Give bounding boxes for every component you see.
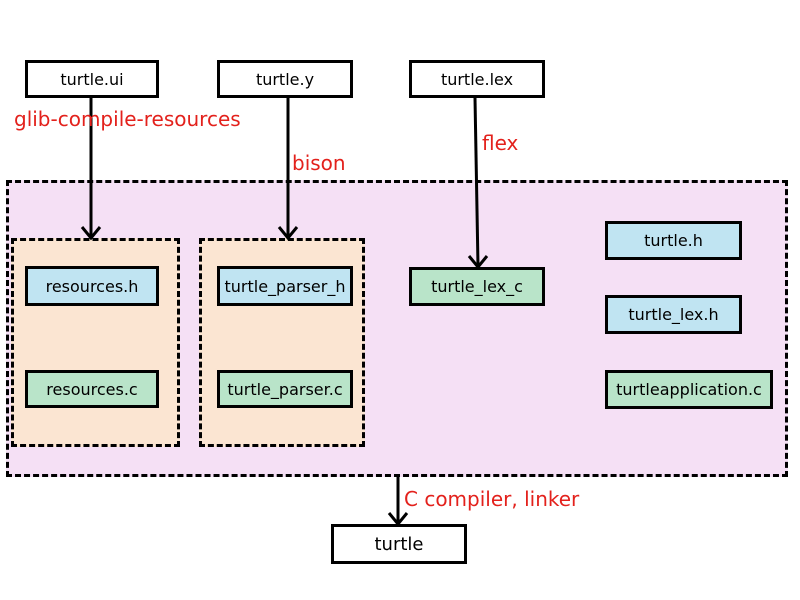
turtle-h-box: turtle.h xyxy=(605,221,742,260)
turtle-parser-h-box: turtle_parser_h xyxy=(217,266,353,306)
glib-compile-resources-label: glib-compile-resources xyxy=(14,107,241,131)
resources-h-box: resources.h xyxy=(25,266,159,306)
c-compiler-linker-label: C compiler, linker xyxy=(404,487,580,511)
bison-label: bison xyxy=(292,151,346,175)
turtleapplication-c-box: turtleapplication.c xyxy=(605,370,773,409)
turtle-y-box: turtle.y xyxy=(217,60,353,98)
turtle-lex-c-box: turtle_lex_c xyxy=(409,267,545,306)
turtle-ui-box: turtle.ui xyxy=(25,60,159,98)
turtle-lex-box: turtle.lex xyxy=(409,60,545,98)
turtle-lex-h-box: turtle_lex.h xyxy=(605,295,742,334)
turtle-parser-c-box: turtle_parser.c xyxy=(217,370,353,408)
resources-c-box: resources.c xyxy=(25,370,159,408)
turtle-binary-box: turtle xyxy=(331,524,467,564)
flex-label: flex xyxy=(482,131,519,155)
arrow-lex-to-lex-c xyxy=(473,97,480,267)
